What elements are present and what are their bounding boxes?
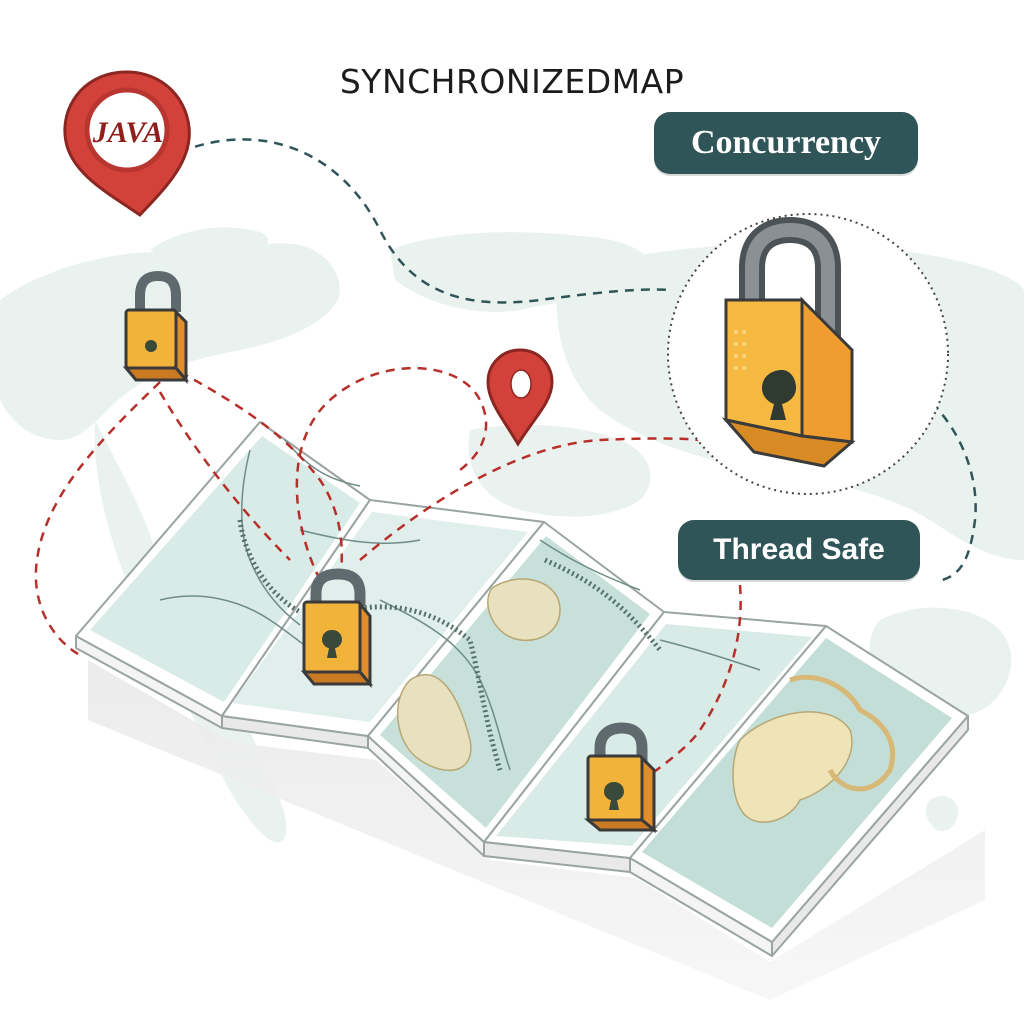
concurrency-badge: Concurrency [654,112,918,174]
padlock-icon [300,568,374,689]
location-pin-icon [486,348,554,447]
connection-lines [34,138,977,776]
java-pin-icon: JAVA [63,70,191,217]
thread-safe-badge: Thread Safe [678,520,920,580]
map-land-regions [397,578,896,823]
java-pin-label: JAVA [92,116,164,149]
large-padlock-icon [667,213,949,495]
page-title: SYNCHRONIZEDMAP [339,62,685,101]
padlock-icon [122,270,190,385]
padlock-icon [583,722,659,834]
map-route [237,519,662,771]
